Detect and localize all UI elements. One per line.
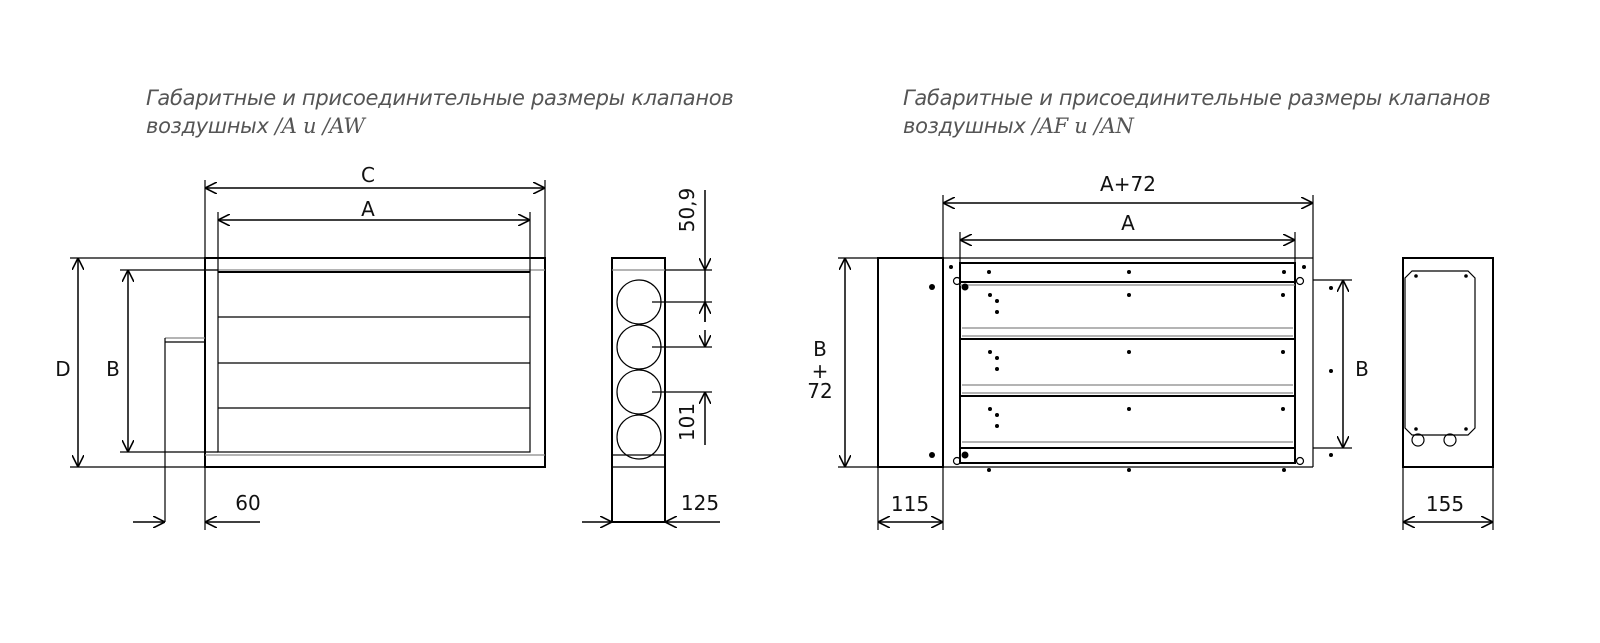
dim-155: 155: [1426, 492, 1464, 516]
dim-115: 115: [891, 492, 929, 516]
dim-60: 60: [235, 491, 260, 515]
rivet-dots: [949, 265, 1333, 472]
right-drawing-title: Габаритные и присоединительные размеры к…: [903, 84, 1491, 140]
left-drawing-title: Габаритные и присоединительные размеры к…: [146, 84, 734, 140]
left-front-view: C A D B 60: [55, 163, 546, 530]
dim-D: D: [55, 357, 70, 381]
title-prefix: воздушных: [146, 114, 275, 138]
dim-A: A: [361, 197, 375, 221]
dim-B: B: [106, 357, 120, 381]
model-codes: /AF и /AN: [1031, 114, 1134, 138]
right-front-view: A+72 A B + 72 B 115: [807, 172, 1369, 530]
title-line-1: Габаритные и присоединительные размеры к…: [903, 86, 1491, 110]
dim-C: C: [361, 163, 375, 187]
dim-B-plus-72-plus: +: [812, 359, 829, 383]
dim-B: B: [1355, 357, 1369, 381]
model-codes: /A и /AW: [274, 114, 365, 138]
right-side-view: 155: [1402, 257, 1494, 530]
dim-B-plus-72-72: 72: [807, 379, 832, 403]
dim-A: A: [1121, 211, 1135, 235]
dim-125: 125: [681, 491, 719, 515]
left-side-view: 50,9 101 125: [582, 188, 720, 522]
dim-B-plus-72-B: B: [813, 337, 827, 361]
dim-101: 101: [675, 403, 699, 441]
title-line-2: воздушных /A и /AW: [146, 112, 733, 140]
title-line-1: Габаритные и присоединительные размеры к…: [146, 86, 734, 110]
title-prefix: воздушных: [903, 114, 1032, 138]
title-line-2: воздушных /AF и /AN: [903, 112, 1490, 140]
dim-50-9: 50,9: [675, 188, 699, 233]
dim-A-plus-72: A+72: [1100, 172, 1156, 196]
